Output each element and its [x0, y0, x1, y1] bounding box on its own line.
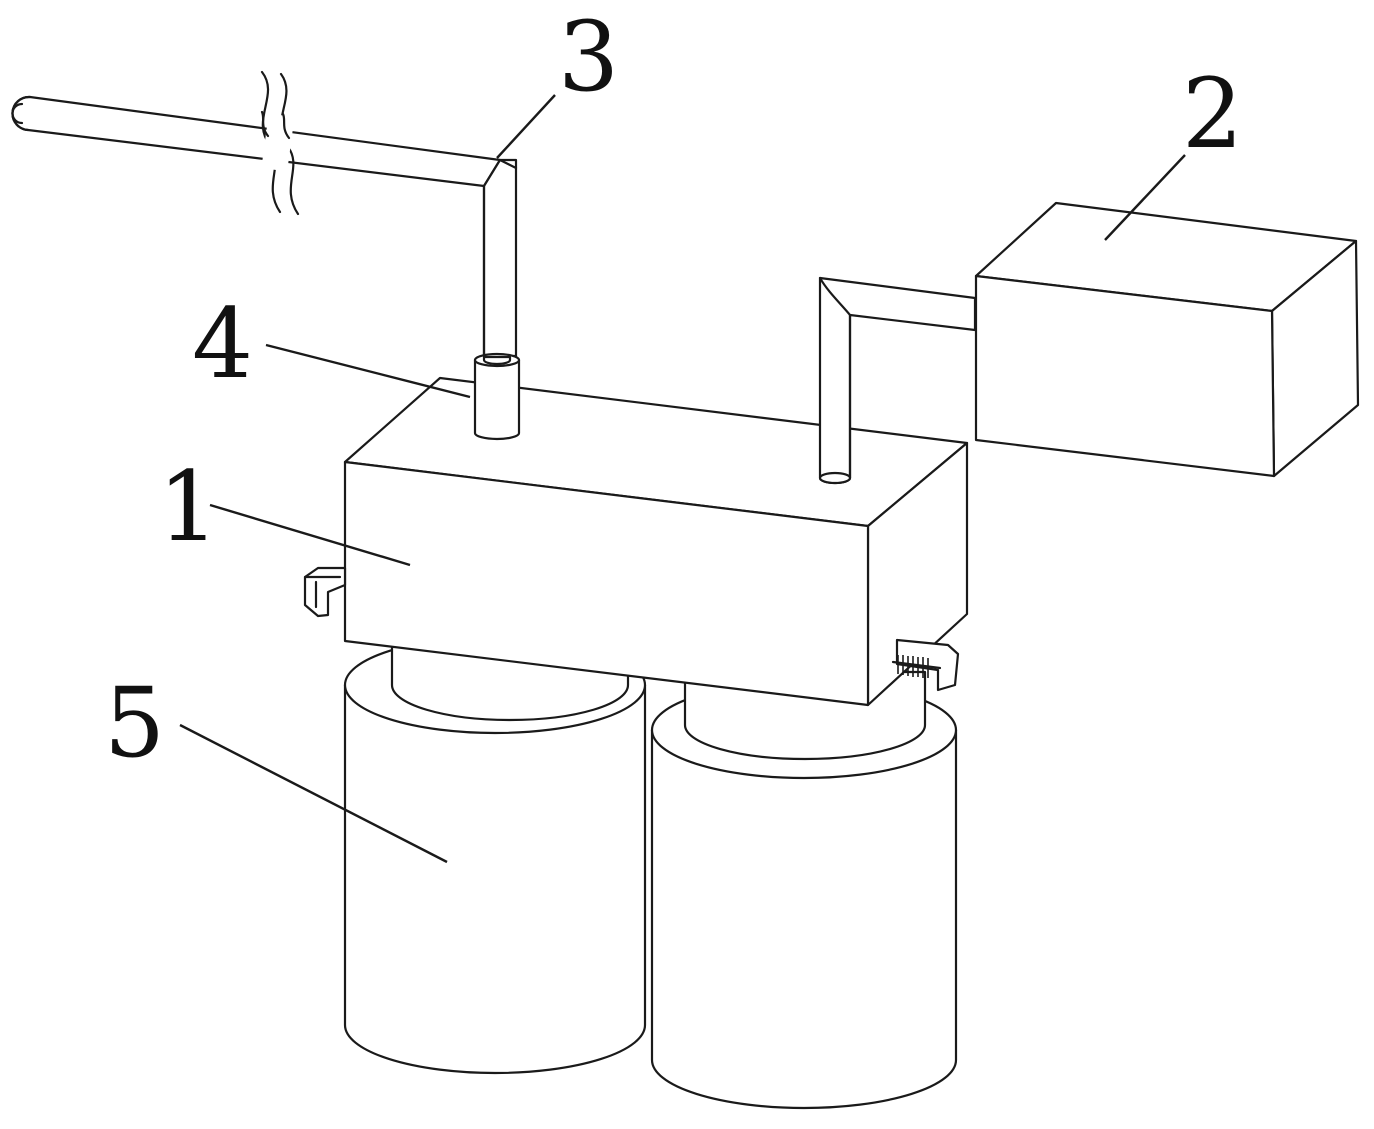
numeral-5: 5	[104, 667, 165, 779]
numeral-4: 4	[192, 288, 253, 400]
leader-line-4	[265, 343, 471, 399]
numeral-1: 1	[158, 451, 219, 563]
left-bracket	[303, 566, 347, 618]
side-box-front	[974, 274, 1276, 478]
left-cylinder	[343, 635, 647, 1075]
pipe-coupling	[473, 352, 521, 441]
reference-numerals: 1 2 3 4 5	[104, 1, 1243, 779]
inlet-pipe	[11, 70, 518, 358]
outlet-tube	[818, 276, 977, 485]
leader-lines	[179, 94, 1186, 864]
right-cylinder	[650, 670, 958, 1110]
right-bracket	[891, 638, 960, 692]
side-box	[974, 201, 1360, 478]
numeral-2: 2	[1182, 58, 1243, 170]
leader-line-3	[496, 94, 556, 159]
leader-line-5	[179, 723, 448, 864]
numeral-3: 3	[558, 1, 619, 113]
leader-line-1	[209, 503, 411, 567]
leader-line-2	[1104, 154, 1186, 241]
